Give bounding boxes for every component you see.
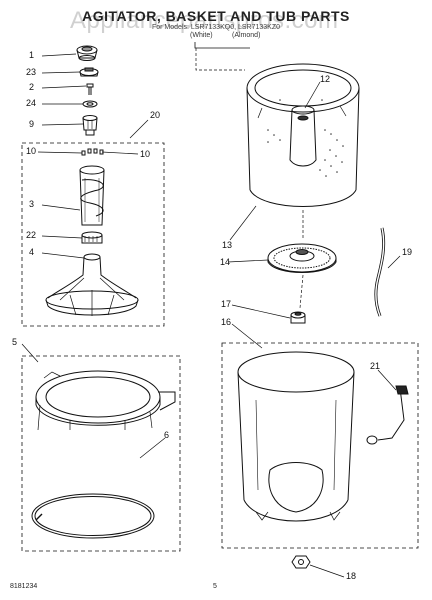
ratchet-part: [81, 231, 103, 244]
callout-9: 9: [29, 119, 35, 129]
watermark-text: Appliancepartspros.com: [70, 7, 339, 34]
diagram-title: AGITATOR, BASKET AND TUB PARTS: [82, 8, 350, 24]
callout-17: 17: [221, 299, 232, 309]
document-number: 8181234: [10, 583, 38, 590]
bolt-part: [86, 83, 94, 95]
agitator-auger-part: [79, 165, 105, 226]
tub-hose-part: [366, 385, 409, 445]
basket-drive-hub-part: [267, 243, 337, 273]
callout-14: 14: [220, 257, 231, 267]
callout-1: 1: [29, 50, 35, 60]
callout-16: 16: [221, 317, 232, 327]
outer-tub-part: [237, 351, 355, 522]
callout-10-left: 10: [26, 146, 37, 156]
page-number: 5: [213, 583, 217, 590]
agitator-base-part: [45, 253, 139, 316]
callout-24: 24: [26, 98, 37, 108]
callout-13: 13: [222, 240, 233, 250]
balance-ring-part: [35, 370, 176, 431]
callout-18: 18: [346, 571, 357, 581]
tub-bearing-part: [290, 311, 306, 324]
agitator-cap-part: [76, 45, 98, 61]
callout-10-right: 10: [140, 149, 151, 159]
callout-19: 19: [402, 247, 413, 257]
diagram-subtitle: For Models: LSR7133KQ0, LSR7133KZ0: [151, 24, 280, 31]
callout-23: 23: [26, 67, 37, 77]
adapter-part: [82, 115, 98, 136]
callout-3: 3: [29, 199, 35, 209]
variant-white-label: (White): [190, 32, 213, 39]
cap-retainer-part: [79, 67, 99, 77]
callout-5: 5: [12, 337, 18, 347]
callout-2: 2: [29, 82, 35, 92]
snap-ring-part: [31, 493, 155, 539]
callout-12: 12: [320, 74, 331, 84]
callout-20: 20: [150, 110, 161, 120]
tub-nut-part: [291, 555, 311, 569]
callout-21: 21: [370, 361, 381, 371]
callout-4: 4: [29, 247, 35, 257]
agitator-dogs-part: [81, 148, 104, 156]
wash-basket-part: [246, 63, 360, 207]
callout-6: 6: [164, 430, 170, 440]
washer-part: [82, 100, 98, 108]
callout-22: 22: [26, 230, 37, 240]
variant-almond-label: (Almond): [232, 32, 261, 39]
